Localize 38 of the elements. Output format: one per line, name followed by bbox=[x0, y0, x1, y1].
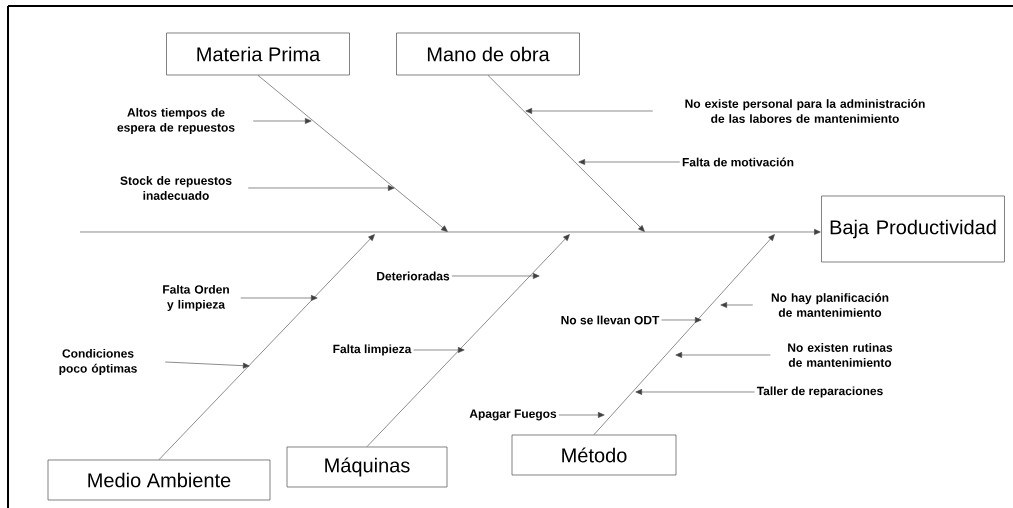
cause-label: No existe personal para la administración de las labores de mantenimiento bbox=[685, 99, 925, 123]
arrow bbox=[247, 185, 395, 191]
arrow bbox=[525, 108, 654, 114]
arrow bbox=[635, 389, 755, 395]
category-box: Materia Prima bbox=[166, 32, 350, 76]
arrow bbox=[720, 302, 754, 308]
cause-label: Deterioradas bbox=[377, 271, 450, 281]
category-box: Máquinas bbox=[286, 446, 448, 488]
cause-label: Falta Orden y limpieza bbox=[163, 284, 229, 312]
arrow bbox=[413, 347, 465, 353]
bone-arrow bbox=[366, 234, 570, 447]
cause-label: Stock de repuestos inadecuado bbox=[120, 176, 232, 200]
bone-arrow bbox=[593, 234, 775, 435]
cause-label: Falta de motivación bbox=[682, 157, 794, 167]
arrow bbox=[240, 295, 318, 301]
arrow bbox=[578, 159, 681, 165]
arrow bbox=[164, 361, 250, 369]
cause-label: Condiciones poco óptimas bbox=[59, 348, 137, 376]
category-box: Mano de obra bbox=[396, 32, 580, 76]
bone-arrow bbox=[257, 75, 448, 232]
cause-label: No hay planificación de mantenimiento bbox=[771, 293, 889, 317]
category-box: Medio Ambiente bbox=[47, 459, 271, 501]
cause-label: Taller de reparaciones bbox=[756, 386, 883, 398]
arrow bbox=[558, 412, 605, 418]
arrow bbox=[661, 317, 702, 323]
cause-label: No existen rutinas de mantenimiento bbox=[788, 343, 893, 367]
arrow bbox=[451, 273, 540, 279]
bone-arrow bbox=[487, 75, 645, 232]
arrow bbox=[252, 118, 312, 124]
cause-label: No se llevan ODT bbox=[561, 315, 660, 325]
cause-label: Apagar Fuegos bbox=[469, 409, 557, 421]
spine-arrow bbox=[79, 229, 821, 235]
effect-box: Baja Productividad bbox=[821, 195, 1005, 263]
arrow bbox=[675, 352, 771, 358]
category-box: Método bbox=[511, 434, 677, 476]
cause-label: Falta limpieza bbox=[333, 344, 412, 356]
cause-label: Altos tiempos de espera de repuestos bbox=[117, 107, 235, 135]
bone-arrow bbox=[158, 234, 375, 460]
